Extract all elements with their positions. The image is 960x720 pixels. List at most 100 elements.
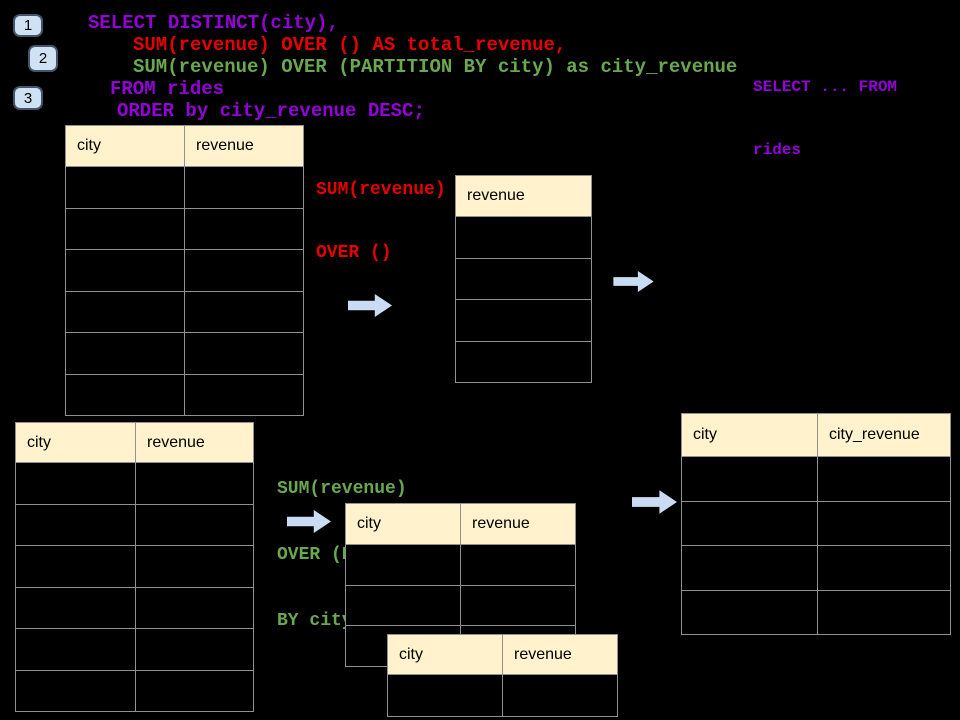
empty-cell [15,628,136,671]
table-row [681,589,951,635]
empty-cell [184,332,304,375]
empty-cell [65,290,185,333]
empty-cell [15,503,136,546]
column-header-city: city [387,634,503,675]
sql-line-order-by: ORDER by city_revenue DESC; [117,100,425,122]
table-row [15,586,254,629]
table-row [65,249,304,292]
empty-cell [135,545,254,588]
sql-line-city-revenue: SUM(revenue) OVER (PARTITION BY city) as… [133,56,738,78]
side-note-line: rides [753,141,802,159]
annotation-line: SUM(revenue) [277,479,407,499]
table-row [15,628,254,671]
column-header-city: city [681,413,818,457]
empty-cell [15,669,136,712]
column-header-revenue: revenue [184,125,304,167]
table-row [681,500,951,546]
empty-cell [460,584,576,626]
empty-cell [681,456,818,502]
empty-cell [65,249,185,292]
table-row [65,207,304,250]
empty-cell [345,584,461,626]
header-row: revenue [455,175,592,217]
column-header-city: city [345,503,461,545]
empty-cell [65,332,185,375]
table-row [681,456,951,502]
table-row [345,544,576,586]
empty-cell [817,456,951,502]
flow-arrow-icon [287,510,331,533]
table-row [455,257,592,300]
table-row [455,299,592,342]
step-badge-2: 2 [28,45,58,72]
table-row [65,332,304,375]
empty-cell [135,503,254,546]
empty-cell [15,545,136,588]
table-row [65,290,304,333]
empty-cell [455,216,592,259]
annotation-window-total: SUM(revenue) OVER () [316,138,446,306]
column-header-city: city [65,125,185,167]
empty-cell [65,207,185,250]
step-badge-3: 3 [13,86,43,110]
empty-cell [184,207,304,250]
column-header-city: city [15,422,136,463]
empty-cell [502,674,618,717]
total-revenue-table: revenue [455,175,592,383]
table-row [681,545,951,591]
sql-line-from: FROM rides [110,78,225,100]
column-header-revenue: revenue [135,422,254,463]
table-row [455,340,592,383]
flow-arrow-icon [348,294,392,317]
empty-cell [184,249,304,292]
flow-arrow-icon [632,490,677,514]
sql-line-select: SELECT DISTINCT(city), [88,12,339,34]
empty-cell [387,674,503,717]
empty-cell [455,299,592,342]
empty-cell [681,589,818,635]
side-note-line: SELECT ... FROM [753,78,898,96]
column-header-city-revenue: city_revenue [817,413,951,457]
annotation-line: SUM(revenue) [316,180,446,200]
empty-cell [15,586,136,629]
empty-cell [460,544,576,586]
empty-cell [135,628,254,671]
empty-cell [681,500,818,546]
column-header-revenue: revenue [455,175,592,217]
table-row [65,373,304,416]
empty-cell [817,545,951,591]
table-row [345,584,576,626]
table-row [65,166,304,209]
sql-line-total-revenue: SUM(revenue) OVER () AS total_revenue, [133,34,567,56]
empty-cell [817,589,951,635]
table-row [15,545,254,588]
empty-cell [135,669,254,712]
flow-arrow-icon [613,271,654,292]
empty-cell [681,545,818,591]
empty-cell [15,462,136,505]
empty-cell [184,166,304,209]
empty-cell [135,462,254,505]
empty-cell [455,257,592,300]
empty-cell [184,373,304,416]
column-header-revenue: revenue [460,503,576,545]
table-row [455,216,592,259]
step-badge-1: 1 [13,14,43,37]
side-note-select-from-rides: SELECT ... FROM rides [753,35,897,203]
table-row [387,674,618,717]
table-row [15,503,254,546]
empty-cell [345,544,461,586]
empty-cell [65,373,185,416]
empty-cell [65,166,185,209]
empty-cell [135,586,254,629]
table-row [15,669,254,712]
empty-cell [455,340,592,383]
